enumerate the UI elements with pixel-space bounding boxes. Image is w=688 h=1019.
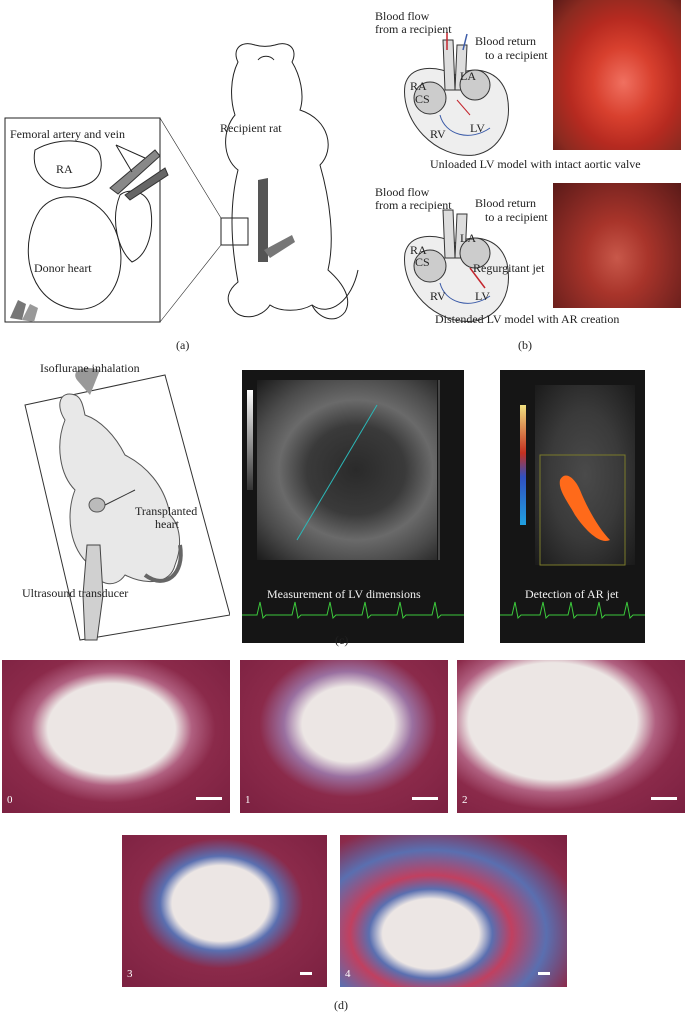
cs-bottom: CS bbox=[415, 255, 430, 269]
panel-a: Femoral artery and vein RA Donor heart R… bbox=[0, 0, 360, 352]
scale-bar-3 bbox=[300, 972, 312, 975]
scale-bar-0 bbox=[196, 797, 222, 800]
isoflurane-label: Isoflurane inhalation bbox=[40, 361, 140, 375]
panel-d-caption: (d) bbox=[334, 998, 348, 1012]
recipient-rat-outline bbox=[225, 43, 349, 320]
photo-unloaded-lv bbox=[553, 0, 681, 150]
heart-diagram-top bbox=[404, 32, 509, 156]
histology-grade-2: 2 bbox=[457, 660, 685, 813]
regurgitant-label: Regurgitant jet bbox=[473, 261, 545, 275]
panel-b: Blood flow from a recipient Blood return… bbox=[360, 0, 688, 352]
ra-shape bbox=[33, 140, 102, 189]
transplanted-label-1: Transplanted bbox=[135, 504, 198, 518]
blood-return-label-bottom-1: Blood return bbox=[475, 196, 536, 210]
blood-flow-label-top-1: Blood flow bbox=[375, 9, 430, 23]
forceps-2 bbox=[124, 167, 169, 201]
femoral-label: Femoral artery and vein bbox=[10, 127, 125, 141]
scale-bar-4 bbox=[538, 972, 550, 975]
la-bottom: LA bbox=[460, 231, 476, 245]
panel-a-caption: (a) bbox=[176, 338, 190, 352]
ra-bottom: RA bbox=[410, 243, 427, 257]
panel-c: Isoflurane inhalation Transplanted heart… bbox=[0, 355, 688, 655]
histology-grade-3: 3 bbox=[122, 835, 327, 987]
la-top: LA bbox=[460, 69, 476, 83]
transplanted-label-2: heart bbox=[155, 517, 179, 531]
echo1-caption: Measurement of LV dimensions bbox=[267, 587, 421, 601]
panel-a-drawing bbox=[4, 43, 359, 323]
panel-d: 0 1 2 3 4 (d) bbox=[0, 655, 688, 1019]
blood-flow-label-bottom-2: from a recipient bbox=[375, 198, 452, 212]
ra-label: RA bbox=[56, 162, 73, 176]
grade-3-label: 3 bbox=[127, 968, 133, 980]
rv-top: RV bbox=[430, 127, 446, 141]
echo-ar-jet: Detection of AR jet bbox=[500, 370, 645, 643]
zoom-box bbox=[220, 217, 249, 246]
blood-return-label-top-1: Blood return bbox=[475, 34, 536, 48]
photo-distended-lv bbox=[553, 183, 681, 308]
caption-unloaded: Unloaded LV model with intact aortic val… bbox=[430, 157, 641, 171]
echo-lv-dimensions: Measurement of LV dimensions bbox=[242, 370, 464, 643]
scale-bar-2 bbox=[651, 797, 677, 800]
histology-grade-4: 4 bbox=[340, 835, 567, 987]
histology-grade-0: 0 bbox=[2, 660, 230, 813]
grade-1-label: 1 bbox=[245, 794, 251, 806]
recipient-vessel bbox=[258, 178, 268, 262]
echo2-caption: Detection of AR jet bbox=[525, 587, 619, 601]
rv-bottom: RV bbox=[430, 289, 446, 303]
blood-flow-label-bottom-1: Blood flow bbox=[375, 185, 430, 199]
donor-heart-shape bbox=[27, 196, 122, 310]
recipient-rat-label: Recipient rat bbox=[220, 121, 282, 135]
panel-b-caption: (b) bbox=[518, 338, 532, 352]
ra-top: RA bbox=[410, 79, 427, 93]
histology-grade-1: 1 bbox=[240, 660, 448, 813]
rat-ultrasound-drawing bbox=[24, 368, 230, 641]
scale-bar-1 bbox=[412, 797, 438, 800]
caption-distended: Distended LV model with AR creation bbox=[435, 312, 620, 326]
heart-diagram-bottom bbox=[404, 209, 509, 322]
grade-0-label: 0 bbox=[7, 794, 13, 806]
donor-heart-label: Donor heart bbox=[34, 261, 92, 275]
forceps-1 bbox=[109, 149, 161, 195]
grade-4-label: 4 bbox=[345, 968, 351, 980]
cs-top: CS bbox=[415, 92, 430, 106]
blood-return-label-bottom-2: to a recipient bbox=[485, 210, 548, 224]
grade-2-label: 2 bbox=[462, 794, 468, 806]
blood-return-label-top-2: to a recipient bbox=[485, 48, 548, 62]
transducer-label: Ultrasound transducer bbox=[22, 586, 129, 600]
panel-c-caption: (c) bbox=[335, 633, 349, 647]
blood-flow-label-top-2: from a recipient bbox=[375, 22, 452, 36]
lv-top: LV bbox=[470, 121, 485, 135]
lv-bottom: LV bbox=[475, 289, 490, 303]
